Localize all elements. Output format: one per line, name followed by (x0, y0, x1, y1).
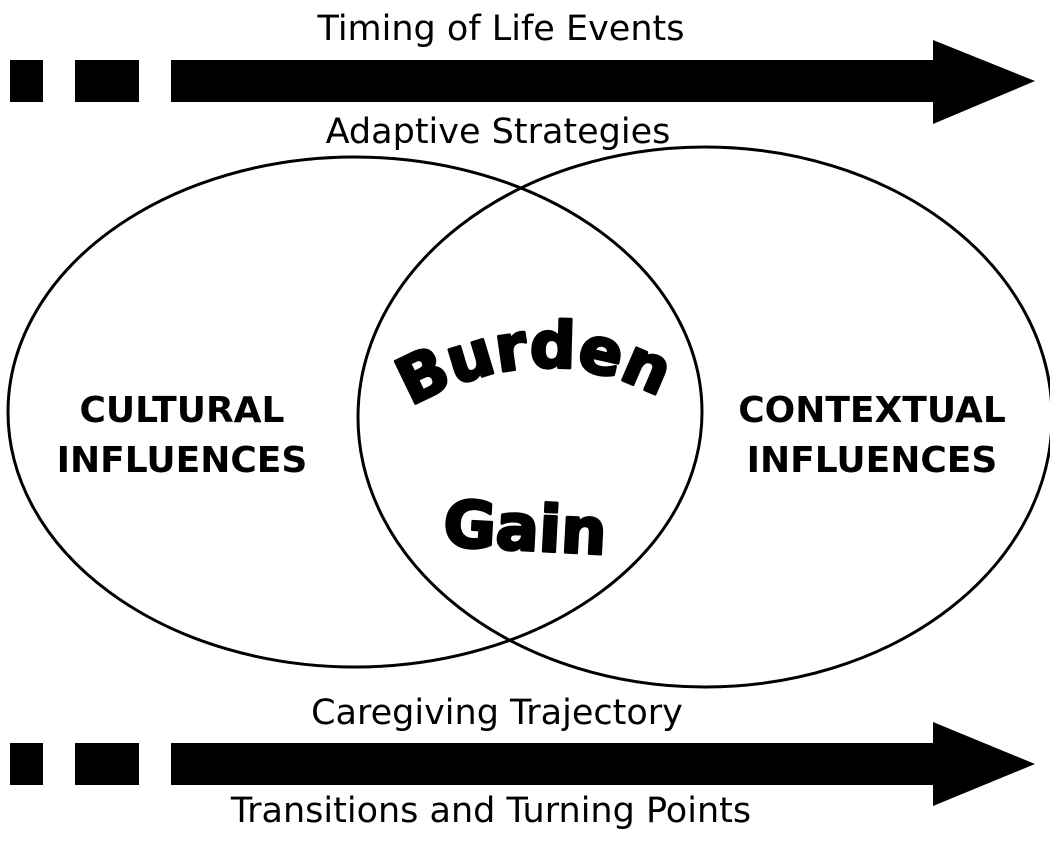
top-timeline-label: Timing of Life Events (317, 9, 685, 49)
adaptive-strategies-label: Adaptive Strategies (326, 112, 671, 152)
burden-word: Burden (385, 309, 682, 421)
cultural-line-1: CULTURAL (80, 390, 285, 431)
cultural-line-2: INFLUENCES (57, 440, 308, 481)
contextual-influences-ellipse (356, 145, 1050, 689)
top-dash-2 (75, 60, 139, 102)
contextual-line-1: CONTEXTUAL (738, 390, 1006, 431)
top-arrow-shaft-head (171, 40, 1035, 124)
top-timeline-arrow (10, 40, 1035, 124)
contextual-line-2: INFLUENCES (747, 440, 998, 481)
bottom-timeline-arrow (10, 722, 1035, 806)
caregiving-trajectory-label: Caregiving Trajectory (311, 693, 683, 733)
transitions-label: Transitions and Turning Points (230, 791, 751, 831)
bottom-dash-1 (10, 743, 43, 785)
gain-word: Gain (442, 488, 609, 570)
cultural-influences-ellipse (6, 155, 704, 669)
bottom-arrow-shaft-head (171, 722, 1035, 806)
top-dash-1 (10, 60, 43, 102)
burden-word-path: Burden (384, 307, 684, 422)
bottom-dash-2 (75, 743, 139, 785)
